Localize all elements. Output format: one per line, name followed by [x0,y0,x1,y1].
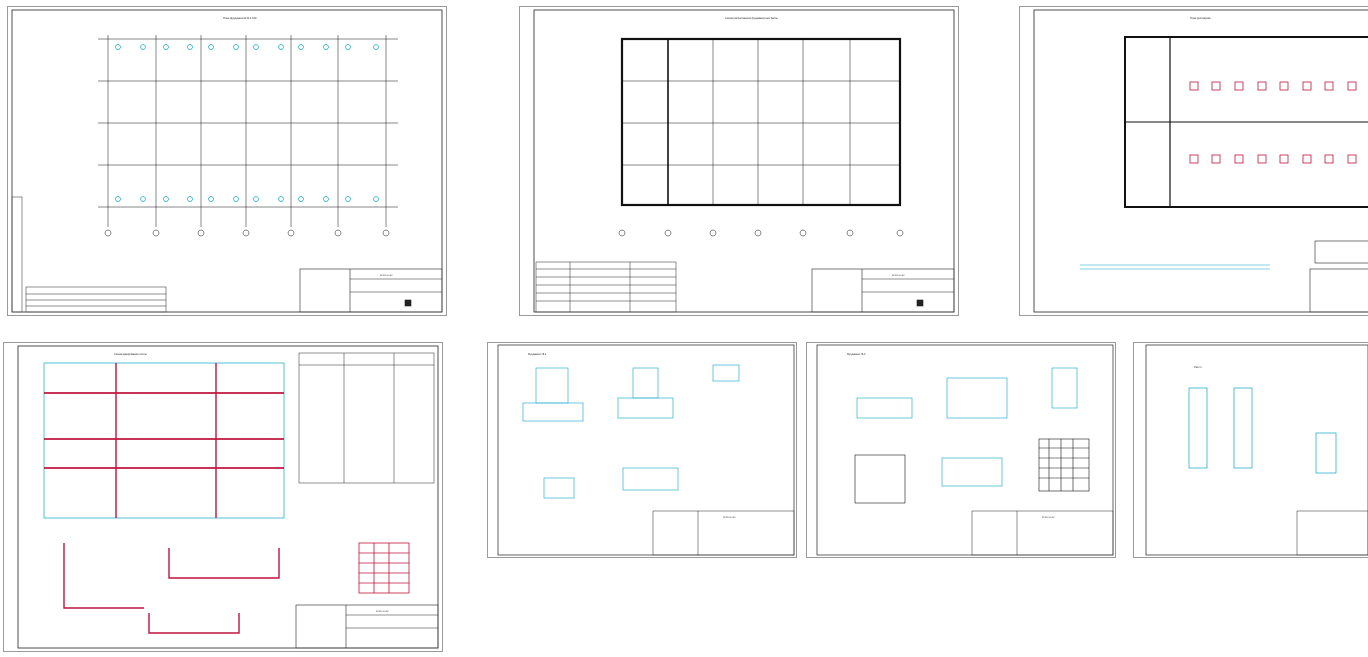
sheet-4-title: Схема армирования плиты [114,352,147,356]
sheet-7-canvas: Узел 1 [1145,344,1368,556]
drawing-sheet-6[interactable]: Фундамент Ф-2 КР.РК-10-ФК [806,342,1116,558]
mesh-detail [358,542,410,594]
title-block [299,268,443,313]
foundation-plan [854,438,1090,504]
grid-lines [98,35,398,227]
stamp-code: КР.РК-10-ФК [1042,516,1055,519]
title-block [1296,510,1368,556]
sheet-7-title: Узел 1 [1194,365,1202,369]
stamp-code: КР.РК-10-ФК [892,274,905,277]
sheet-3-title: План ростверков [1190,16,1211,20]
sheet-1-title: План фундаментов М 1:100 [223,16,257,20]
title-block [811,268,955,313]
column-markers [1189,81,1357,164]
title-block [652,510,795,556]
drawing-sheet-1[interactable]: План фундаментов М 1:100 [7,6,447,316]
spec-table [298,352,435,484]
reinforcement-plan [43,362,285,519]
title-block [295,604,439,649]
sheet-3-canvas: План ростверков [1033,9,1368,313]
beam-outline [620,37,902,207]
drawing-sheet-7[interactable]: Узел 1 [1133,342,1368,558]
node-details [1188,387,1337,474]
pile-markers [115,44,379,202]
sheet-2-title: Схема расположения фундаментных балок [725,16,778,20]
title-block [971,510,1114,556]
sheet-4-canvas: Схема армирования плиты [17,345,439,649]
stamp-code: КР.РК-10-ФК [723,516,736,519]
slab-plan [1124,36,1368,208]
sheet-1-canvas: План фундаментов М 1:100 [11,9,443,313]
stamp-code: КР.РК-10-ФК [376,610,389,613]
sheet-5-title: Фундамент Ф-1 [528,352,547,356]
sheet-6-title: Фундамент Ф-2 [847,352,866,356]
drawing-sheet-2[interactable]: Схема расположения фундаментных балок [519,6,959,316]
spec-table [25,286,167,313]
drawing-sheet-4[interactable]: Схема армирования плиты [3,342,443,652]
sections [63,543,280,634]
beam-table [535,261,677,313]
drawing-sheet-3[interactable]: План ростверков [1019,6,1368,316]
sheet-6-canvas: Фундамент Ф-2 КР.РК-10-ФК [816,344,1114,556]
section-view [1080,264,1270,270]
title-block [1309,240,1368,313]
axis-bubbles [618,229,904,237]
sheet-2-canvas: Схема расположения фундаментных балок [533,9,955,313]
axis-bubbles [104,229,390,237]
foundation-section [522,364,740,499]
sheet-5-canvas: Фундамент Ф-1 КР.РК-10-ФК [497,344,795,556]
stamp-code: КР.РК-10-ФК [380,274,393,277]
drawing-sheet-5[interactable]: Фундамент Ф-1 КР.РК-10-ФК [487,342,797,558]
section-details [856,367,1078,487]
